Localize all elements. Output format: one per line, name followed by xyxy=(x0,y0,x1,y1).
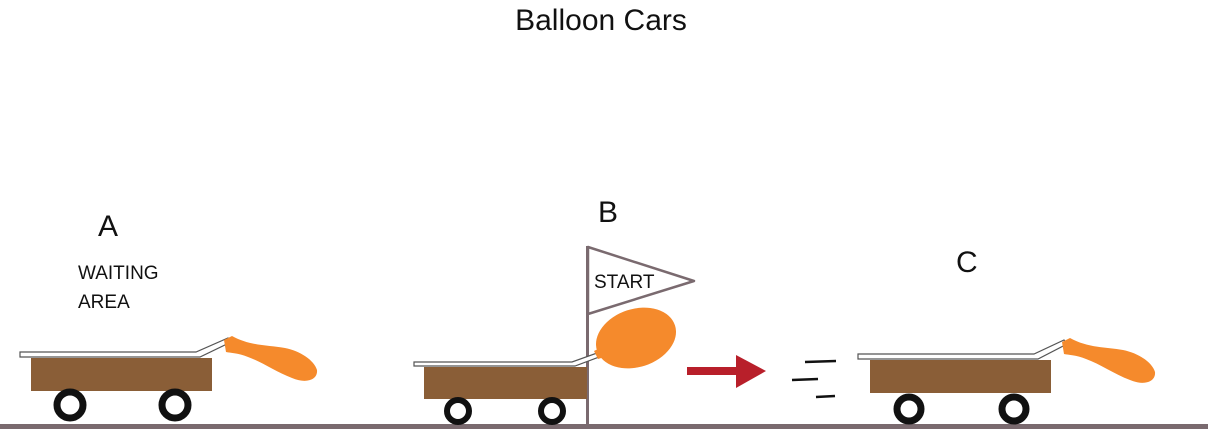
waiting-area-line-2: AREA xyxy=(78,292,130,313)
car-a-wheel-left xyxy=(53,388,87,422)
station-a: A WAITING AREA xyxy=(19,210,318,422)
start-flag-text: START xyxy=(594,272,655,293)
speed-line-2 xyxy=(791,377,819,382)
car-b-balloon xyxy=(595,307,677,369)
car-c-wheel-right xyxy=(998,393,1030,425)
car-a-straw xyxy=(19,337,232,358)
car-b-wheel-left xyxy=(444,397,472,425)
station-b: B START xyxy=(413,196,766,425)
station-b-label: B xyxy=(598,196,618,229)
motion-arrow-head xyxy=(736,355,766,388)
motion-arrow-shaft xyxy=(687,367,739,375)
car-a-wheel-right xyxy=(158,388,192,422)
station-c: C xyxy=(857,246,1156,425)
car-c-body xyxy=(870,360,1051,393)
start-flag xyxy=(586,245,696,316)
speed-lines xyxy=(791,359,837,399)
car-b-body xyxy=(424,367,587,399)
waiting-area-line-1: WAITING xyxy=(78,263,159,284)
car-c-wheel-left xyxy=(893,393,925,425)
diagram-title: Balloon Cars xyxy=(515,4,687,37)
station-c-label: C xyxy=(956,246,978,279)
balloon-car-a xyxy=(19,336,318,422)
ground-line xyxy=(0,424,1208,429)
motion-arrow xyxy=(687,355,766,388)
speed-line-1 xyxy=(804,359,837,364)
station-a-label: A xyxy=(98,210,118,243)
balloon-car-b xyxy=(413,307,677,425)
car-b-wheel-right xyxy=(538,397,566,425)
car-a-balloon xyxy=(224,336,318,381)
car-c-balloon xyxy=(1062,338,1156,383)
balloon-car-c xyxy=(857,338,1156,425)
car-c-straw xyxy=(857,339,1068,360)
speed-line-3 xyxy=(815,394,836,399)
car-a-body xyxy=(31,358,212,391)
start-flag-pole xyxy=(586,246,589,424)
car-b-straw xyxy=(413,352,600,367)
